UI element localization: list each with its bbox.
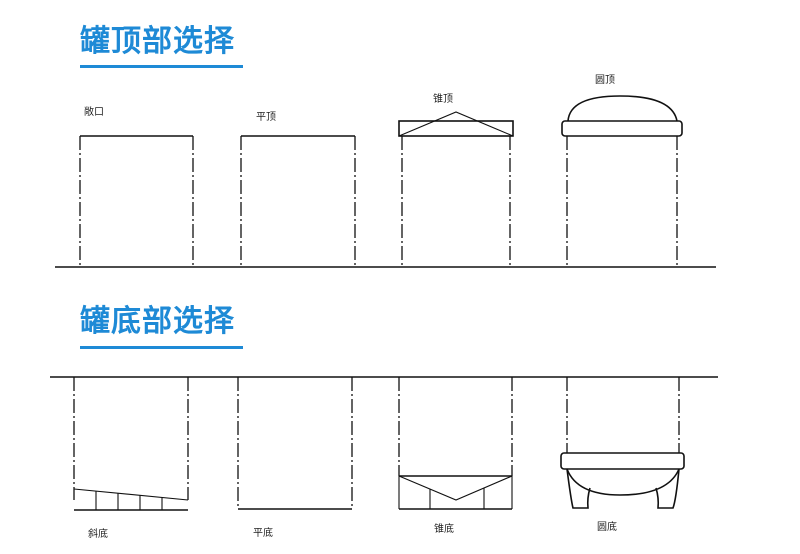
cone-top-roof (398, 111, 514, 137)
tank-dome-bottom-label: 圆底 (597, 520, 617, 533)
tank-open-top-label: 敞口 (84, 105, 104, 118)
dome-top-flange (561, 120, 683, 137)
tank-open-top: 敞口 (79, 105, 194, 267)
tank-top-section-title: 罐顶部选择 (80, 24, 235, 59)
tank-dome-bottom: 圆底 (560, 377, 685, 533)
dome-bottom-left-leg (566, 468, 591, 509)
tank-flat-bottom: 平底 (237, 377, 353, 539)
tank-dome-top-label: 圆顶 (595, 74, 615, 86)
tank-flat-top: 平顶 (240, 111, 356, 267)
tank-sloped-bottom: 斜底 (73, 377, 189, 540)
cone-bottom-cone (398, 475, 513, 501)
tank-cone-bottom-label: 锥底 (434, 522, 454, 535)
dome-bottom-dome (566, 468, 680, 496)
tank-bottom-section-title: 罐底部选择 (80, 304, 235, 339)
dome-bottom-right-leg (655, 468, 680, 509)
tank-cone-top: 锥顶 (398, 93, 514, 267)
tank-cone-top-label: 锥顶 (433, 93, 453, 105)
sloped-bottom-slope (73, 488, 189, 501)
tank-flat-bottom-label: 平底 (253, 526, 273, 539)
dome-top-roof (567, 95, 678, 122)
tank-flat-top-label: 平顶 (256, 111, 276, 123)
tank-top-title-underline (80, 65, 243, 68)
tank-dome-top: 圆顶 (561, 74, 683, 267)
tank-sloped-bottom-label: 斜底 (88, 527, 108, 540)
cone-top-flange (398, 120, 514, 137)
dome-bottom-flange (560, 452, 685, 470)
tank-cone-bottom: 锥底 (398, 377, 513, 535)
tank-bottom-title-underline (80, 346, 243, 349)
